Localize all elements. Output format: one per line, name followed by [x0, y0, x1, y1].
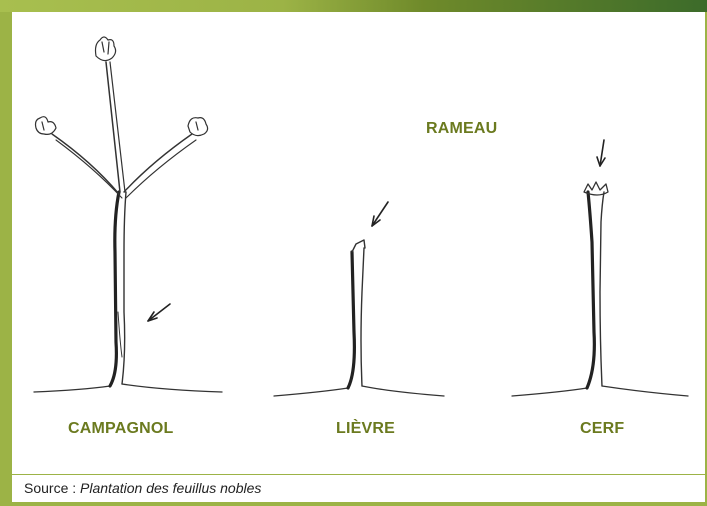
cerf-frayed-tip: [584, 182, 608, 195]
cerf-trunk-right: [600, 192, 604, 386]
lievre-ground-right: [362, 386, 444, 396]
campagnol-branch-right-2: [126, 140, 196, 198]
illustration-area: RAMEAU CAMPAGNOL LIÈVRE CERF: [12, 12, 705, 474]
campagnol-branch-right: [124, 134, 192, 192]
campagnol-bud-top: [96, 37, 116, 61]
source-prefix: Source :: [24, 480, 80, 496]
campagnol-bud-left: [36, 117, 57, 135]
campagnol-plant: [34, 37, 222, 392]
lievre-trunk-right: [361, 248, 364, 386]
label-lievre: LIÈVRE: [336, 420, 395, 438]
browsing-damage-drawing: [12, 12, 705, 474]
lievre-ground-left: [274, 388, 348, 396]
campagnol-bud-right: [188, 118, 208, 136]
campagnol-trunk-right: [122, 192, 126, 384]
campagnol-arrow: [148, 304, 170, 321]
label-campagnol: CAMPAGNOL: [68, 420, 174, 438]
lievre-trunk-left: [348, 252, 354, 388]
label-cerf: CERF: [580, 420, 624, 438]
source-title: Plantation des feuillus nobles: [80, 480, 261, 496]
lievre-cut-tip: [352, 240, 365, 252]
cerf-ground-left: [512, 388, 587, 396]
source-caption: Source : Plantation des feuillus nobles: [12, 474, 705, 502]
campagnol-gnawed-bark: [118, 312, 122, 357]
campagnol-trunk-left: [110, 192, 119, 386]
top-band: [0, 0, 707, 12]
campagnol-ground-right: [122, 384, 222, 392]
cerf-trunk-left: [587, 192, 594, 388]
cerf-ground-right: [602, 386, 688, 396]
lievre-arrow: [372, 202, 388, 226]
campagnol-arrowhead: [148, 312, 157, 321]
label-rameau: RAMEAU: [426, 120, 497, 138]
campagnol-branch-left-2: [56, 140, 122, 198]
lievre-plant: [274, 202, 444, 396]
campagnol-ground-left: [34, 386, 110, 392]
cerf-plant: [512, 140, 688, 396]
